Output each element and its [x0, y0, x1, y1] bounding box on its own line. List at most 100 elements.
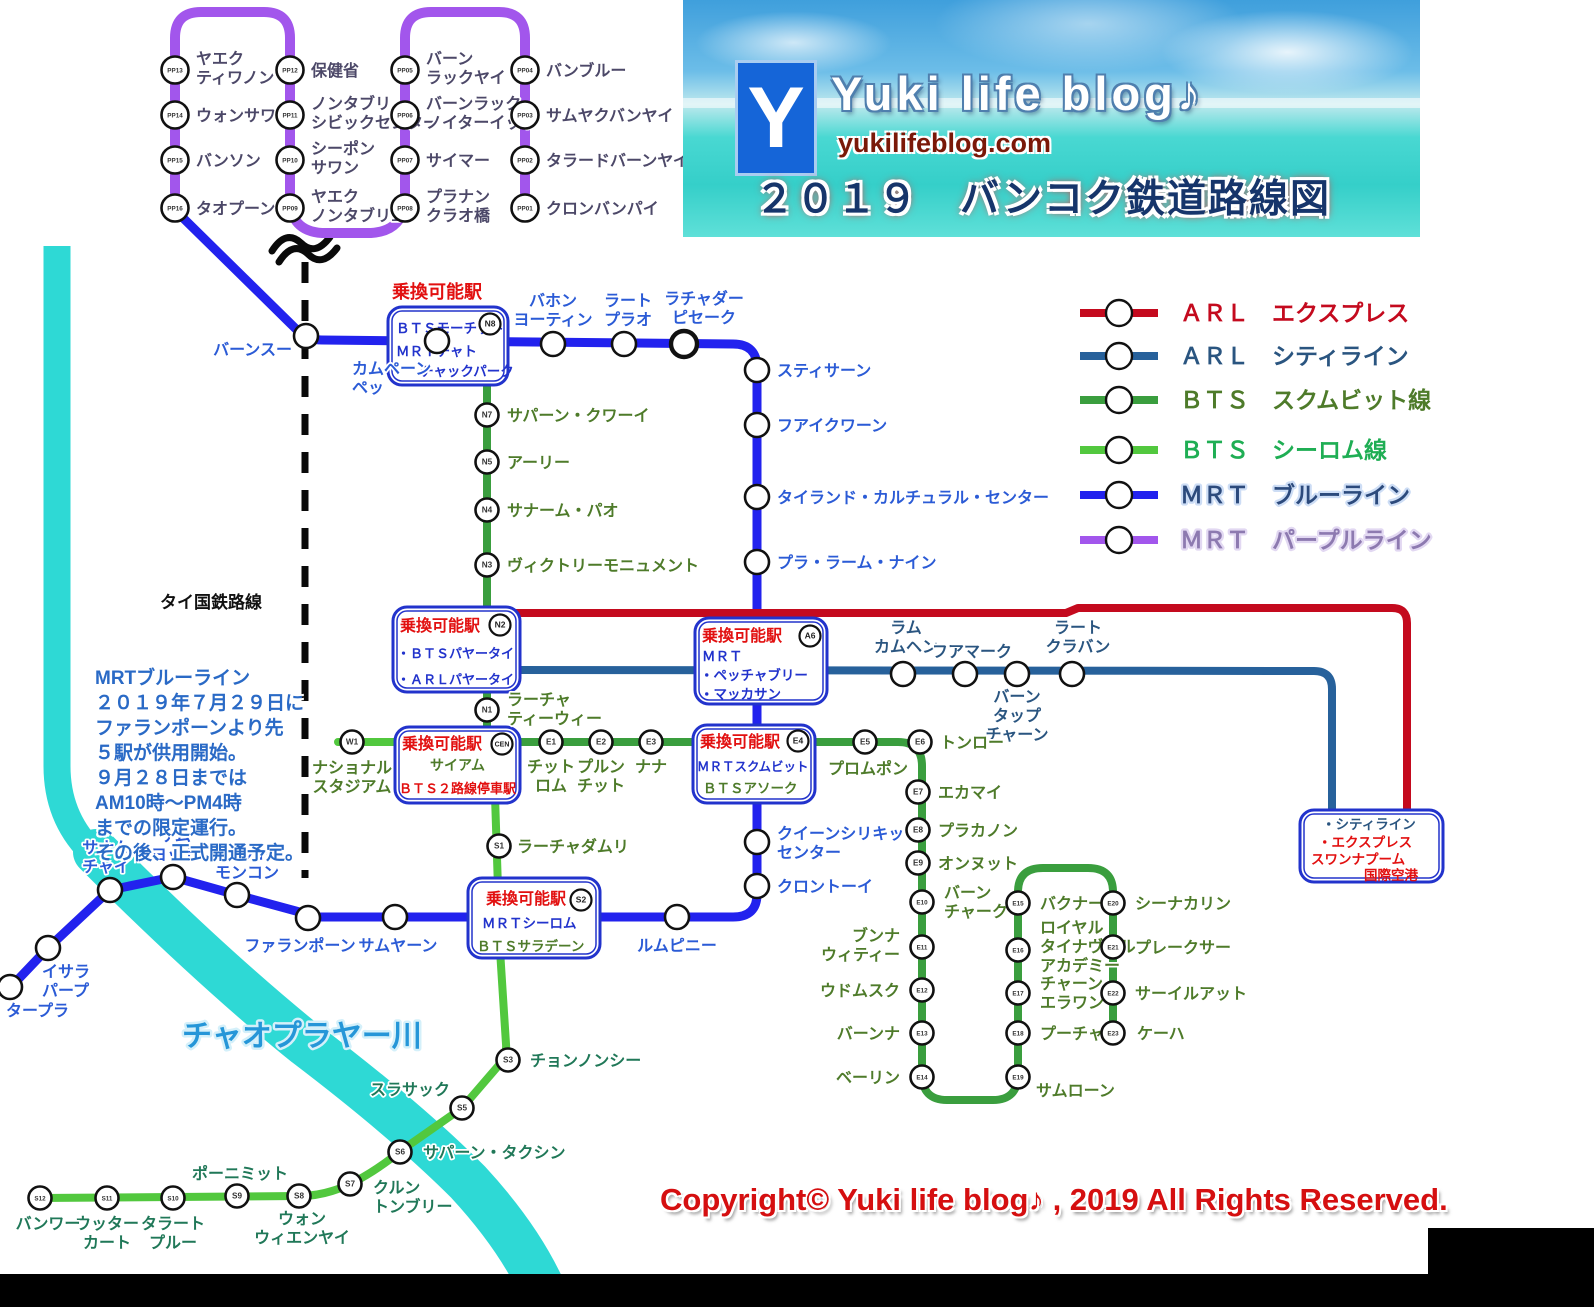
- box-text-line: 乗換可能駅: [700, 732, 781, 751]
- station-code: S9: [232, 1191, 242, 1200]
- legend-station-icon: [1104, 385, 1134, 415]
- station-code: S12: [34, 1195, 46, 1202]
- box-text-line: ・ペッチャブリー: [700, 667, 808, 683]
- station-marker: [1003, 660, 1031, 688]
- station-label: ヤエクティワノン: [196, 50, 274, 87]
- legend-station-icon: [1104, 298, 1134, 328]
- station-label: ノンタブリシビックセンター: [311, 94, 439, 132]
- station-label: バーンタップチャーン: [985, 688, 1048, 744]
- station-PP02: [510, 145, 540, 175]
- station-E13: [909, 1020, 935, 1046]
- station-code: N5: [482, 457, 493, 466]
- airport-box-suvarnabhumi: [1298, 808, 1445, 884]
- station-W1: [339, 729, 365, 755]
- station-code: E7: [913, 787, 923, 796]
- station-E12: [909, 977, 935, 1003]
- legend-station-icon: [1104, 435, 1134, 465]
- station-N4: [474, 497, 500, 523]
- station-marker: [743, 872, 771, 900]
- station-PP10: [275, 145, 305, 175]
- station-PP07: [390, 145, 420, 175]
- station-label: バーンスー: [213, 341, 292, 359]
- legend-station-icon: [1104, 480, 1134, 510]
- station-marker: [951, 660, 979, 688]
- station-E9: [905, 850, 931, 876]
- station-E1: [538, 729, 564, 755]
- station-E7: [905, 779, 931, 805]
- station-marker: [743, 411, 771, 439]
- copyright-text: Copyright© Yuki life blog♪ , 2019 All Ri…: [660, 1182, 1448, 1217]
- station-E16: [1005, 937, 1031, 963]
- station-label: ナショナルスタジアム: [312, 759, 392, 796]
- chao-phraya-river: [73, 829, 563, 1307]
- station-PP09: [275, 193, 305, 223]
- station-code: A6: [805, 631, 816, 641]
- station-label: ウドムスク: [820, 982, 900, 1000]
- station-label: エカマイ: [938, 784, 1002, 802]
- station-E3: [638, 729, 664, 755]
- station-code: PP08: [397, 205, 413, 212]
- notice-line: ２０１９年７月２９日に: [95, 693, 305, 714]
- transfer-box-mochit-inner-border: [391, 310, 505, 382]
- station-code: S8: [294, 1191, 304, 1200]
- station-marker: [292, 322, 320, 350]
- station-E14: [909, 1064, 935, 1090]
- station-code: E6: [915, 737, 925, 746]
- station-code: E14: [916, 1074, 928, 1081]
- station-label: バーンチャーク: [944, 884, 1008, 921]
- station-code: E9: [913, 858, 923, 867]
- station-label: ヤエクノンタブリ1: [311, 188, 400, 225]
- station-code: E21: [1107, 944, 1119, 951]
- transfer-box-phayathai-inner-border: [396, 610, 517, 689]
- station-label: プレークサー: [1135, 938, 1231, 957]
- transfer-box-asok-inner-border: [696, 728, 812, 800]
- station-label: クロンバンパイ: [546, 200, 659, 218]
- station-S12: [27, 1185, 53, 1211]
- box-text-line: ・ＡＲＬパヤータイ: [397, 672, 514, 687]
- legend-station-icon: [1104, 525, 1134, 555]
- box-text-line: ＢＴＳモーチット: [396, 321, 504, 336]
- notice-line: ファランポーンより先: [95, 718, 284, 739]
- line-break-squiggle: [268, 233, 334, 255]
- notice-line: その後、正式開通予定。: [95, 843, 305, 864]
- station-code: E11: [917, 944, 928, 951]
- station-marker: [381, 903, 409, 931]
- station-label: プラカノン: [938, 821, 1018, 840]
- station-label: サナムチャイ: [82, 839, 130, 876]
- river-label: チャオプラヤー川: [182, 1020, 422, 1053]
- station-N1: [474, 697, 500, 723]
- station-code: S6: [395, 1147, 405, 1156]
- station-label: ウッターカート: [75, 1215, 139, 1252]
- station-label: サーイルアット: [1135, 985, 1247, 1003]
- transfer-box-makkasan: [693, 616, 829, 706]
- station-marker: [539, 330, 567, 358]
- line-break-squiggle: [275, 244, 341, 266]
- station-code: S2: [576, 895, 587, 905]
- station-marker: [0, 973, 24, 1001]
- station-label: バンブルー: [546, 61, 626, 80]
- station-E17: [1005, 980, 1031, 1006]
- station-PP15: [160, 145, 190, 175]
- legend-label: ＭＲＴ パープルライン: [1180, 527, 1432, 553]
- station-E21: [1100, 934, 1126, 960]
- station-label: スティサーン: [777, 362, 871, 380]
- station-E15: [1005, 890, 1031, 916]
- station-code: S3: [503, 1055, 513, 1064]
- station-code: PP06: [397, 112, 413, 119]
- station-code: S1: [494, 841, 504, 850]
- box-text-line: ・ＢＴＳパヤータイ: [397, 646, 514, 661]
- station-label: バーンラックヤイ: [426, 50, 506, 87]
- box-text-line: 乗換可能駅: [400, 616, 481, 635]
- station-code: E16: [1012, 947, 1024, 954]
- station-code: PP12: [282, 67, 298, 74]
- station-label: イサラパープ: [42, 963, 90, 1000]
- box-text-line: ＭＲＴスクムビット: [697, 759, 809, 774]
- station-code: N4: [482, 505, 493, 514]
- beach-horizon: [683, 98, 1420, 108]
- station-marker: [96, 876, 124, 904]
- notice-line: MRTブルーライン: [95, 668, 251, 689]
- station-code: E17: [1012, 990, 1024, 997]
- station-PP04: [510, 55, 540, 85]
- station-label: チャーンエラワン: [1040, 976, 1104, 1012]
- station-code: E18: [1012, 1030, 1024, 1037]
